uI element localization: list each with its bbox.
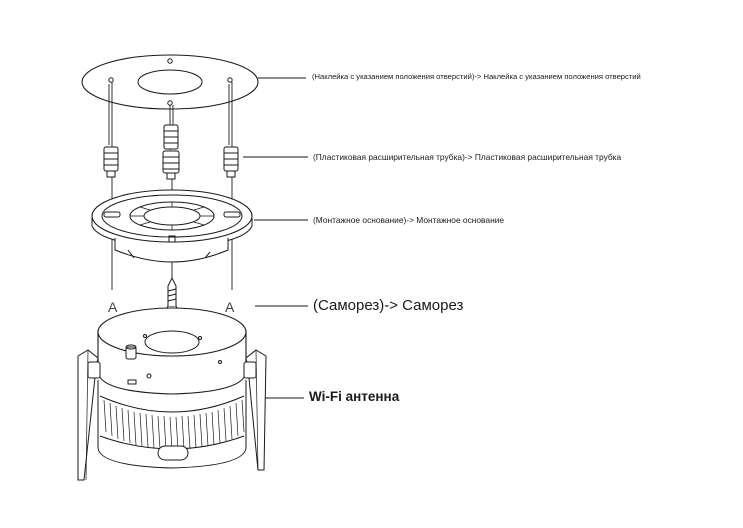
- sticker-label: (Наклейка с указанием положения отверсти…: [312, 72, 641, 81]
- expansion-tube-right: [223, 146, 239, 178]
- expansion-tube-label: (Пластиковая расширительная трубка)-> Пл…: [313, 152, 622, 162]
- wifi-antenna-label: Wi-Fi антенна: [309, 389, 400, 404]
- leader-lines: [243, 77, 308, 399]
- marker-a-right: A: [225, 299, 235, 315]
- expansion-tube-left: [103, 146, 119, 178]
- hole-position-sticker: [81, 54, 259, 110]
- router-device: [97, 307, 247, 469]
- expansion-tube-center: [162, 124, 180, 180]
- expansion-tubes: [103, 124, 239, 180]
- wifi-antennas: [77, 349, 267, 481]
- mounting-base: [91, 189, 253, 263]
- screw-label: (Саморез)-> Саморез: [313, 297, 464, 314]
- self-tapping-screw: [165, 276, 179, 311]
- marker-a-left: A: [108, 299, 118, 315]
- mounting-base-label: (Монтажное основание)-> Монтажное основа…: [313, 215, 505, 225]
